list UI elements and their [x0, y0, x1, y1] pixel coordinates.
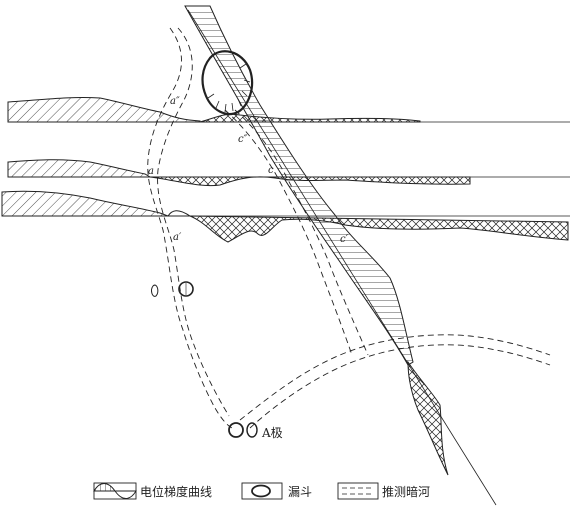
profile-line-2 [7, 159, 570, 187]
legend-inferred-river: 推测暗河 [337, 482, 430, 500]
legend-gradient-curve: 电位梯度曲线 [93, 482, 212, 500]
label-a-double-prime: a″ [170, 96, 180, 107]
label-a-prime: a′ [173, 232, 182, 243]
legend-gradient-label: 电位梯度曲线 [140, 484, 212, 499]
small-sinkhole-icon [178, 281, 194, 297]
label-c-prime: c′ [340, 234, 349, 245]
large-sinkhole-icon [201, 50, 254, 116]
label-c-double-prime: c″ [238, 134, 248, 145]
legend-sinkhole: 漏斗 [241, 482, 312, 500]
pole-sinkhole-icon [228, 422, 244, 438]
label-a-pole: A极 [261, 426, 283, 440]
legend-river-label: 推测暗河 [382, 484, 430, 499]
point-labels: a″ c″ a c a′ c′ A极 [148, 96, 349, 440]
label-c: c [268, 165, 274, 176]
legend-sinkhole-label: 漏斗 [288, 485, 312, 499]
tiny-sinkhole-icon [151, 284, 159, 297]
legend: 电位梯度曲线 漏斗 推测暗河 [93, 482, 430, 500]
pole-sinkhole-icon-2 [246, 422, 258, 438]
profile-line-3 [1, 190, 570, 243]
diagonal-belt [184, 5, 497, 506]
label-a: a [148, 166, 154, 177]
sinkholes [151, 50, 258, 438]
profile-line-1 [7, 96, 570, 123]
sinkhole-symbol-icon [251, 484, 271, 498]
